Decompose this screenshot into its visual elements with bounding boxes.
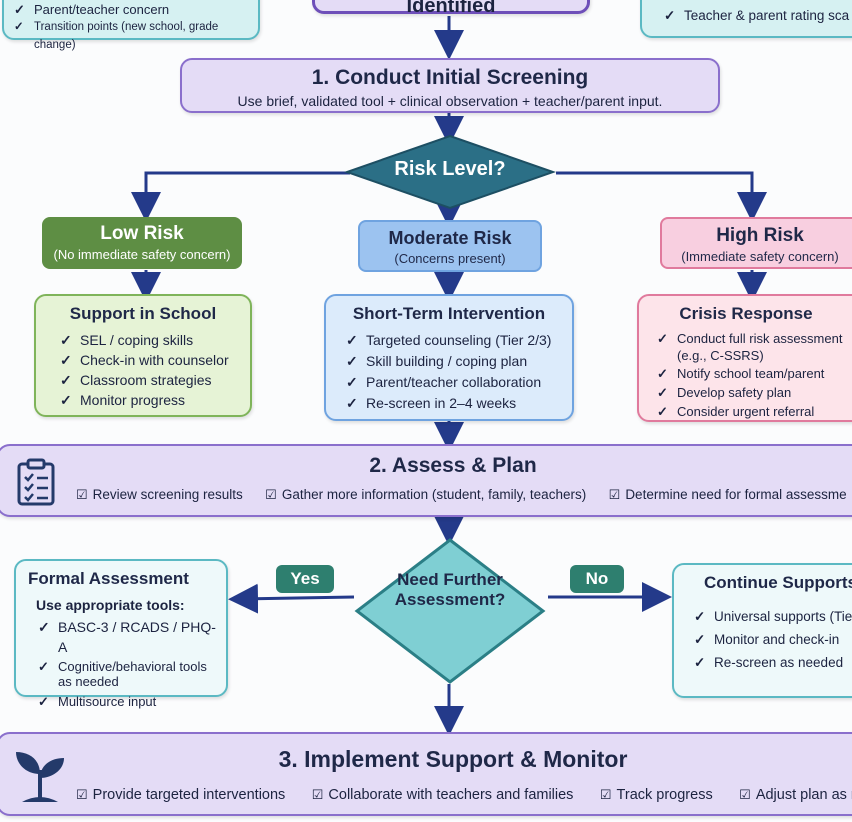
list-item: BASC-3 / RCADS / PHQ-A [36, 617, 221, 657]
crisis-response-box: Crisis Response Conduct full risk assess… [637, 294, 852, 422]
yes-badge: Yes [276, 565, 334, 593]
moderate-risk-header: Moderate Risk (Concerns present) [358, 220, 542, 272]
checkbox-icon: ☑ [739, 787, 751, 802]
step2-box: 2. Assess & Plan ☑Review screening resul… [0, 444, 852, 517]
list-item: SEL / coping skills [58, 330, 250, 350]
step2-item: ☑Review screening results [76, 487, 243, 502]
list-item: Parent/teacher collaboration [344, 372, 572, 393]
list-item: Monitor progress [58, 390, 250, 410]
step3-item: ☑Track progress [599, 787, 713, 803]
support-in-school-box: Support in School SEL / coping skills Ch… [34, 294, 252, 417]
list-item: Re-screen in 2–4 weeks [344, 393, 572, 414]
list-item: Cognitive/behavioral tools as needed [36, 659, 221, 689]
formal-assessment-list: BASC-3 / RCADS / PHQ-A Cognitive/behavio… [36, 617, 221, 712]
further-assessment-label: Need Further Assessment? [394, 570, 506, 609]
list-item: Conduct full risk assessment (e.g., C-SS… [655, 330, 852, 364]
step2-item: ☑Gather more information (student, famil… [265, 487, 587, 502]
step3-box: 3. Implement Support & Monitor ☑Provide … [0, 732, 852, 816]
list-item: Teacher & parent rating sca [662, 6, 852, 26]
support-in-school-list: SEL / coping skills Check-in with counse… [58, 330, 250, 410]
list-item: Transition points (new school, grade cha… [12, 18, 258, 54]
list-item: Multisource input [36, 692, 221, 712]
list-item: Develop safety plan [655, 383, 852, 402]
formal-assessment-lead: Use appropriate tools: [36, 597, 185, 613]
low-risk-title: Low Risk [100, 223, 184, 244]
step2-title: 2. Assess & Plan [369, 454, 537, 477]
step2-item: ☑Determine need for formal assessme [608, 487, 847, 502]
top-left-list: Parent/teacher concern Transition points… [12, 2, 258, 54]
step3-title: 3. Implement Support & Monitor [278, 746, 628, 772]
checkbox-icon: ☑ [76, 487, 88, 502]
list-item: Universal supports (Tier [692, 605, 852, 628]
clipboard-icon [17, 458, 55, 506]
list-item: Targeted counseling (Tier 2/3) [344, 330, 572, 351]
step1-title: 1. Conduct Initial Screening [311, 66, 589, 89]
step3-item: ☑Collaborate with teachers and families [311, 787, 574, 803]
step1-subtitle: Use brief, validated tool + clinical obs… [237, 93, 663, 109]
checkbox-icon: ☑ [311, 787, 324, 802]
checkbox-icon: ☑ [599, 787, 612, 802]
moderate-risk-title: Moderate Risk [388, 228, 512, 248]
top-center-box: Identified [312, 0, 590, 17]
top-center-label: Identified [406, 0, 496, 17]
high-risk-sub: (Immediate safety concern) [681, 249, 839, 264]
continue-supports-title: Continue Supports [704, 573, 852, 592]
step1-box: 1. Conduct Initial Screening Use brief, … [180, 58, 720, 113]
support-in-school-title: Support in School [69, 304, 217, 323]
checkbox-icon: ☑ [265, 487, 277, 502]
short-term-intervention-title: Short-Term Intervention [352, 304, 546, 323]
checkbox-icon: ☑ [76, 787, 88, 802]
step3-items: ☑Provide targeted interventions ☑Collabo… [76, 786, 852, 804]
no-badge: No [570, 565, 624, 593]
list-item: Monitor and check-in [692, 628, 852, 651]
list-item: Classroom strategies [58, 370, 250, 390]
list-item: Skill building / coping plan [344, 351, 572, 372]
low-risk-header: Low Risk (No immediate safety concern) [42, 217, 242, 269]
formal-assessment-title: Formal Assessment [28, 569, 189, 588]
step2-items: ☑Review screening results ☑Gather more i… [76, 486, 852, 504]
crisis-response-title: Crisis Response [679, 304, 813, 323]
list-item: Consider urgent referral [655, 402, 852, 421]
top-left-box: Parent/teacher concern Transition points… [2, 0, 260, 51]
list-item: Check-in with counselor [58, 350, 250, 370]
continue-supports-box: Continue Supports Universal supports (Ti… [672, 563, 852, 698]
formal-assessment-box: Formal Assessment Use appropriate tools:… [14, 559, 228, 712]
step3-item: ☑Adjust plan as ne [739, 787, 852, 803]
step3-item: ☑Provide targeted interventions [76, 787, 286, 803]
top-right-list: Teacher & parent rating sca [662, 6, 852, 26]
checkbox-icon: ☑ [608, 487, 621, 502]
continue-supports-list: Universal supports (Tier Monitor and che… [692, 605, 852, 674]
sprout-icon [16, 752, 64, 802]
high-risk-header: High Risk (Immediate safety concern) [660, 217, 852, 269]
crisis-response-list: Conduct full risk assessment (e.g., C-SS… [655, 330, 852, 421]
short-term-intervention-box: Short-Term Intervention Targeted counsel… [324, 294, 574, 421]
moderate-risk-sub: (Concerns present) [394, 251, 506, 266]
top-right-box: Teacher & parent rating sca [640, 0, 852, 38]
low-risk-sub: (No immediate safety concern) [53, 247, 231, 262]
list-item: Re-screen as needed [692, 651, 852, 674]
risk-level-diamond [343, 134, 557, 210]
list-item: Parent/teacher concern [12, 2, 258, 18]
high-risk-title: High Risk [716, 225, 804, 246]
list-item: Notify school team/parent [655, 364, 852, 383]
short-term-intervention-list: Targeted counseling (Tier 2/3) Skill bui… [344, 330, 572, 414]
risk-level-label: Risk Level? [394, 158, 506, 180]
further-assessment-diamond [354, 538, 546, 684]
